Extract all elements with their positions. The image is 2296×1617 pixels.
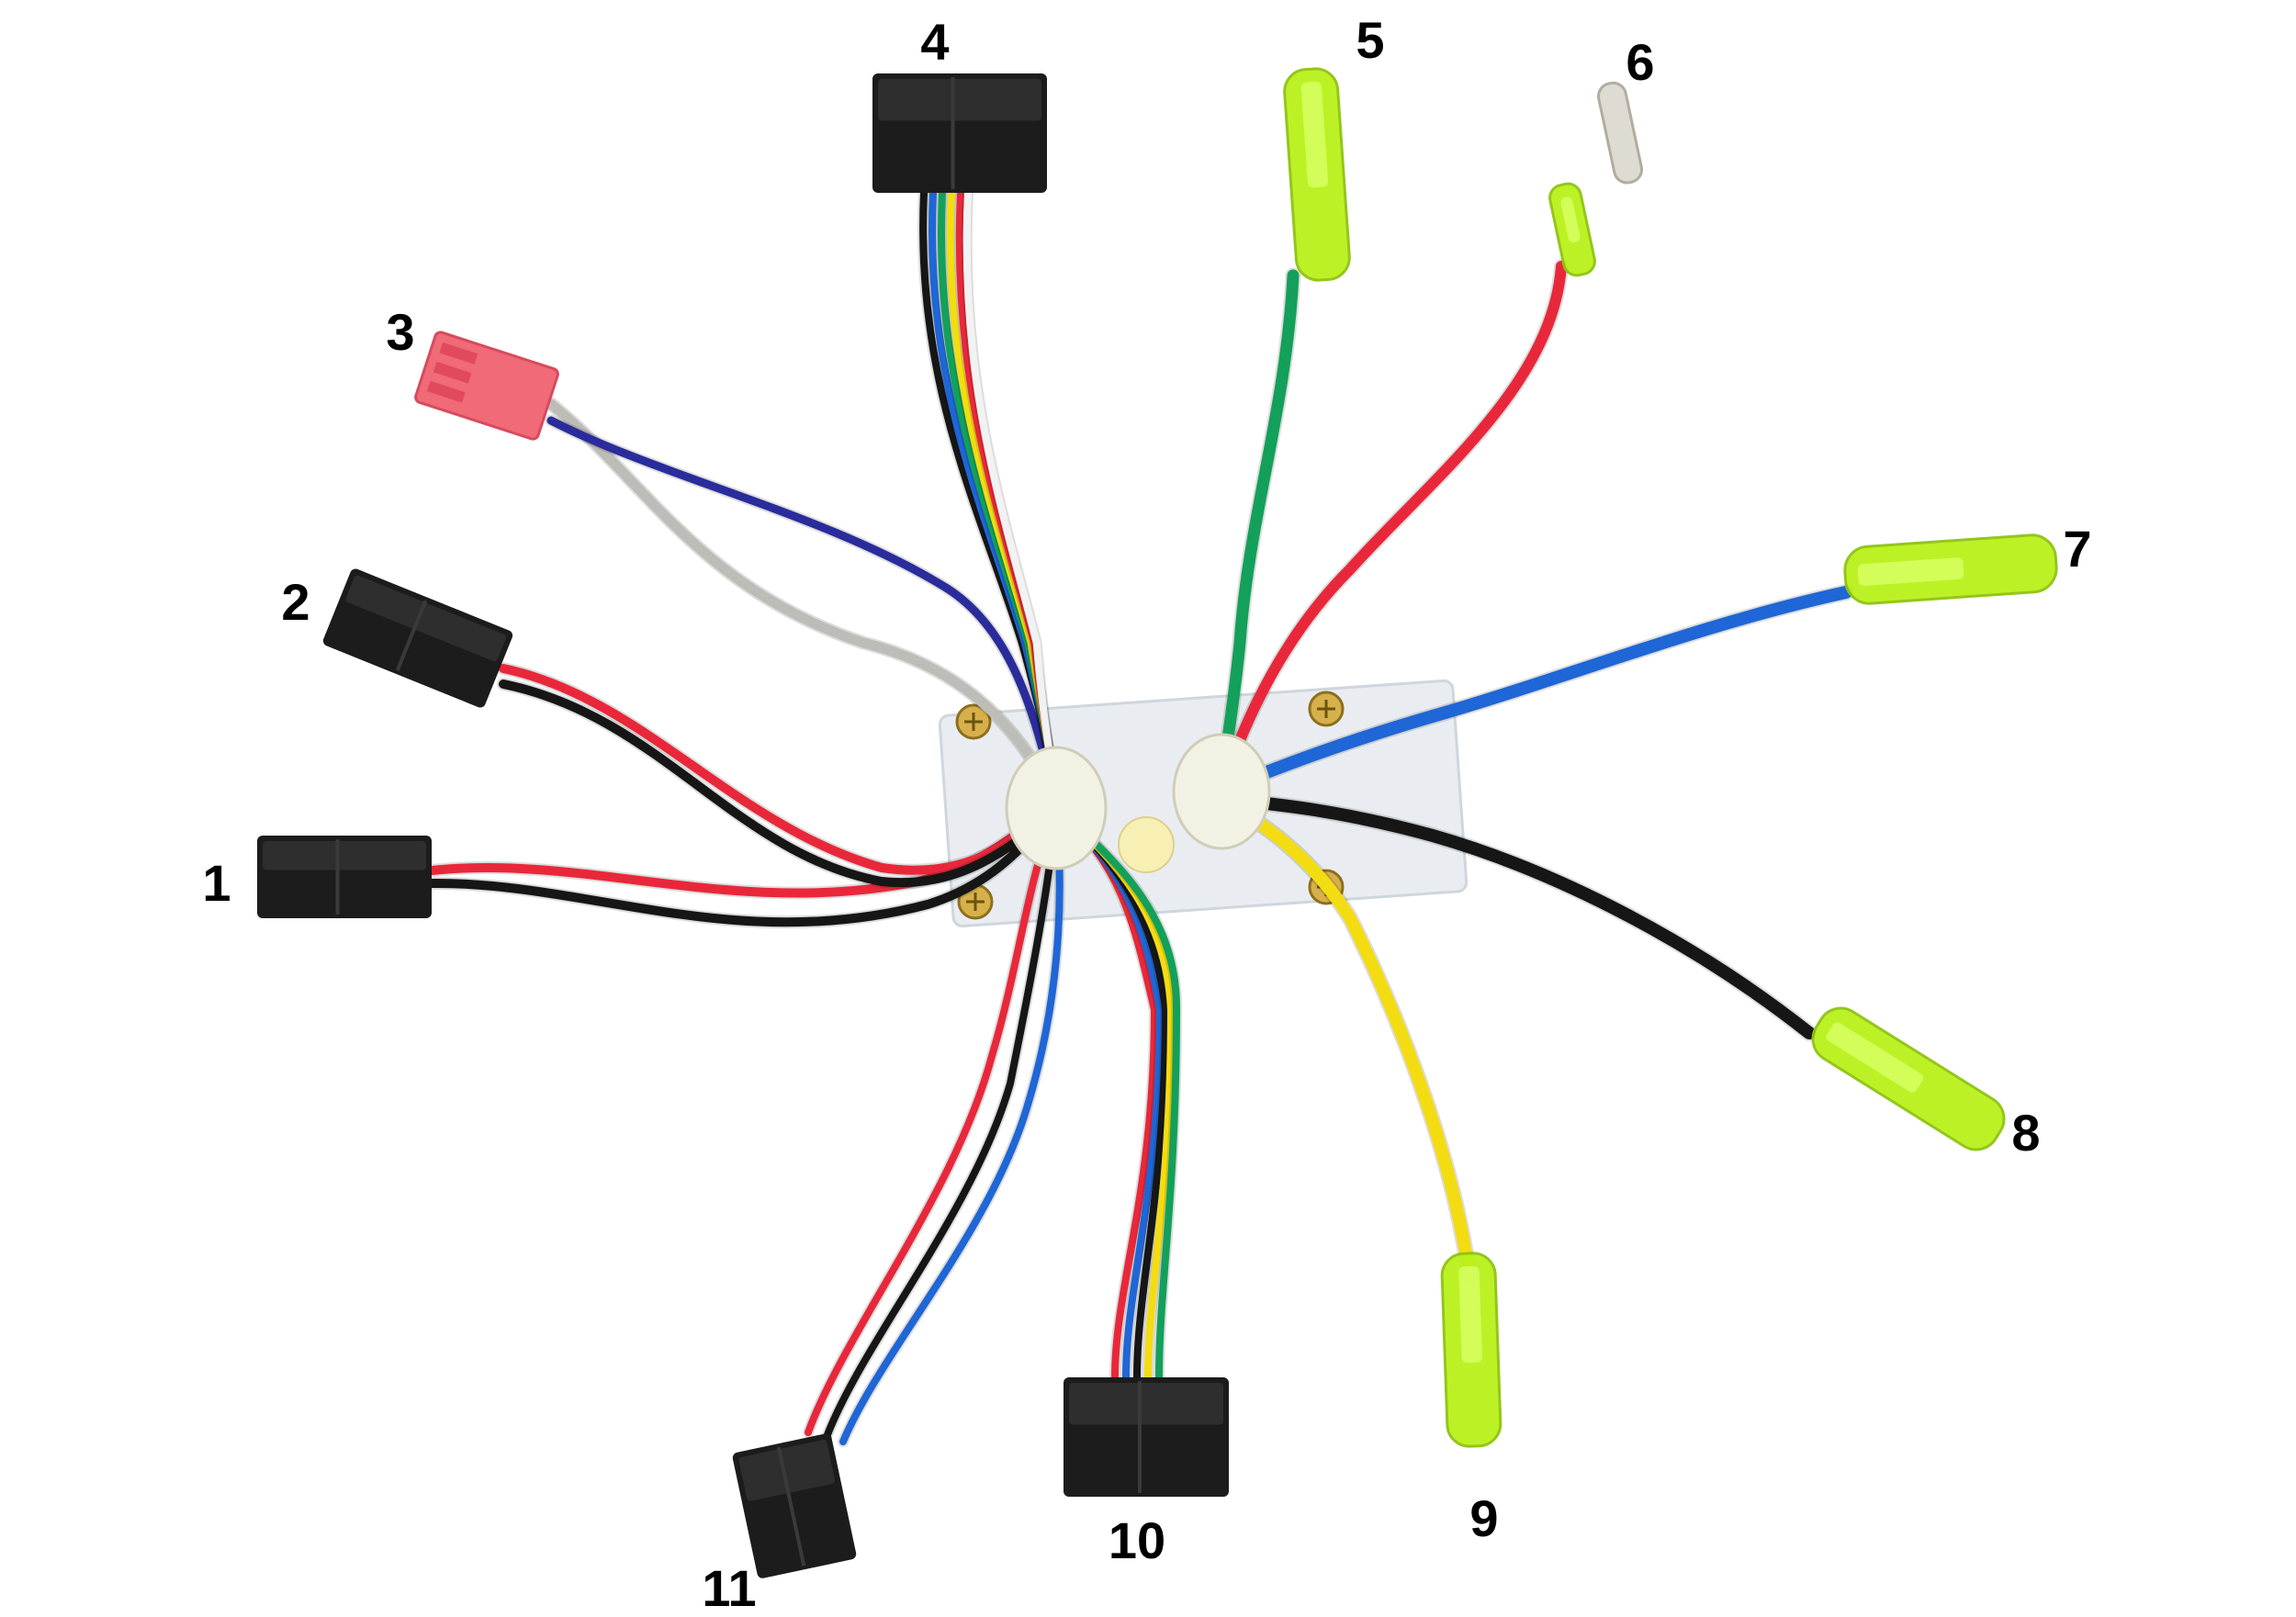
connector-label-3: 3 (386, 303, 415, 361)
connector-10-body (1064, 1377, 1229, 1497)
connector-label-6: 6 (1626, 33, 1655, 91)
connector-6-sleeve (1548, 182, 1596, 277)
wire-11-blue (839, 809, 1064, 1445)
connector-4-body (872, 73, 1047, 193)
connector-label-5: 5 (1356, 11, 1385, 69)
connector-label-7: 7 (2063, 520, 2092, 578)
wire-9-yellow (1215, 792, 1476, 1283)
sticker (1118, 816, 1175, 873)
wire-7-blue (1215, 586, 1852, 796)
connector-1-body (257, 836, 432, 918)
wire-3-gray (546, 399, 1062, 804)
grommet-right (1172, 733, 1271, 850)
connector-2-body (322, 568, 513, 708)
connector-8-body (1811, 1006, 2006, 1151)
connector-label-8: 8 (2011, 1104, 2041, 1162)
connector-label-4: 4 (920, 13, 950, 71)
connector-label-9: 9 (1469, 1489, 1499, 1547)
wire-8-black (1215, 792, 1816, 1039)
connector-3-body (414, 331, 559, 441)
connector-9-body (1440, 1252, 1503, 1448)
connector-11-body (732, 1433, 857, 1578)
wire-11-black (823, 809, 1060, 1441)
wire-11-red (805, 809, 1060, 1436)
wire-1-black (427, 808, 1061, 927)
connector-label-1: 1 (202, 854, 231, 912)
connector-label-2: 2 (281, 573, 310, 631)
connector-5-body (1283, 67, 1351, 282)
connector-7-body (1843, 533, 2058, 605)
grommet-left (1005, 746, 1108, 870)
connector-label-10: 10 (1108, 1511, 1166, 1569)
wire-6-red (1216, 261, 1567, 795)
wire-3-navy (546, 416, 1061, 803)
connector-label-11: 11 (702, 1559, 757, 1617)
wire-10-4 (1052, 804, 1181, 1381)
wire-2-black (499, 679, 1061, 888)
connector-6-body (1597, 81, 1644, 185)
